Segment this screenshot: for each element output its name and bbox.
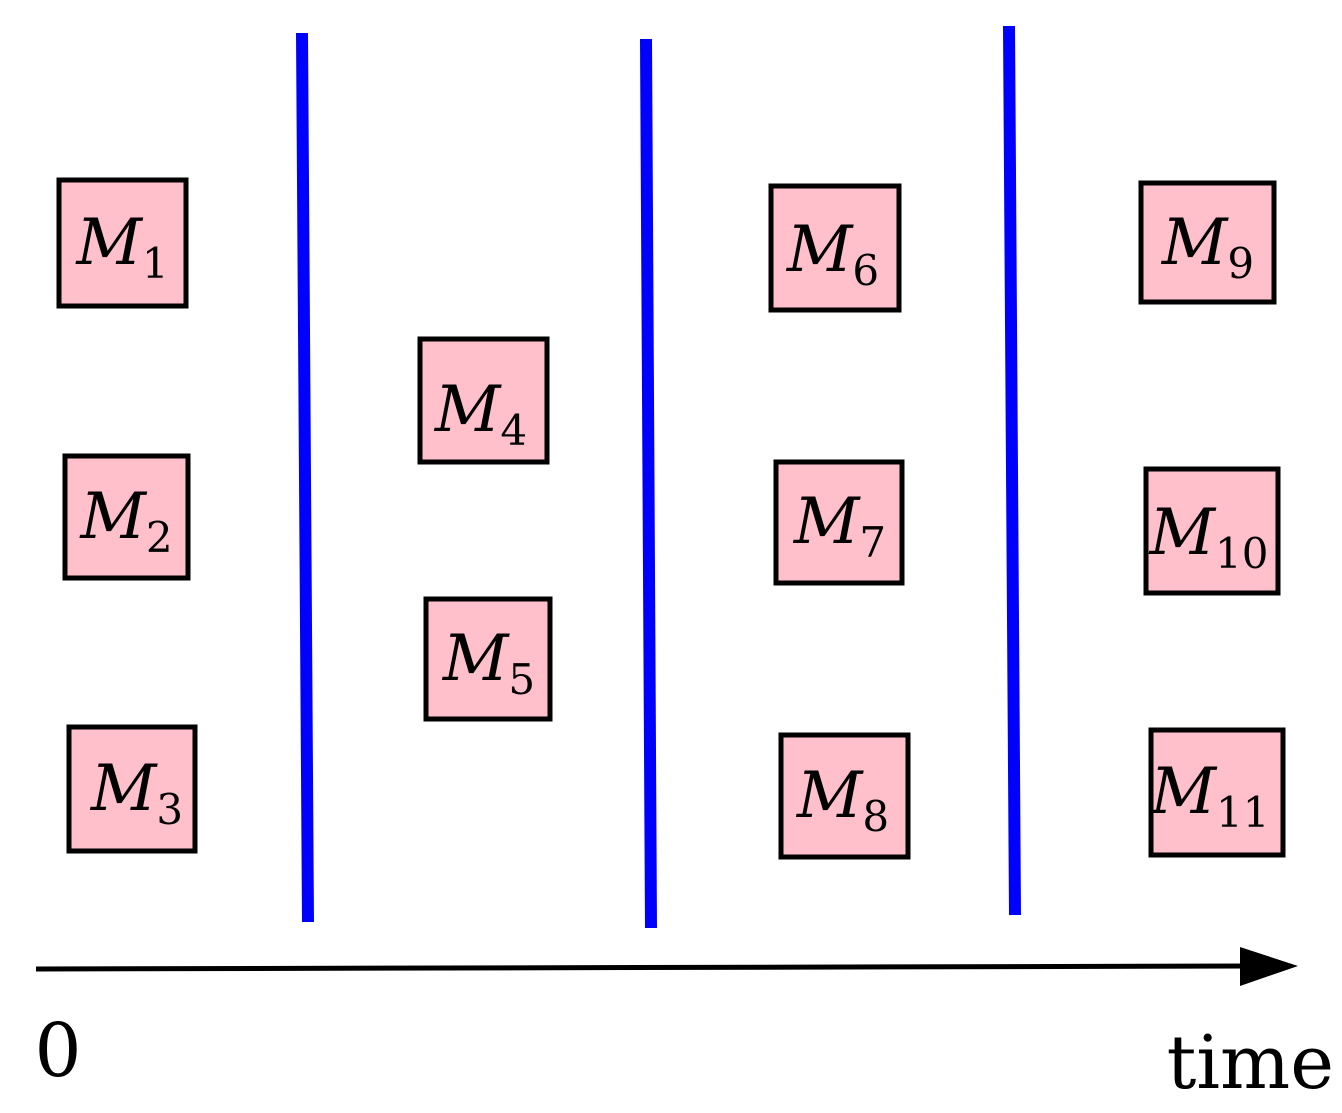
message-letter: M <box>793 485 861 559</box>
message-box-m6-frame <box>768 183 902 313</box>
message-box-m2-frame <box>62 453 191 581</box>
message-box-m8: M8 <box>778 732 911 860</box>
message-index: 10 <box>1215 529 1268 578</box>
message-box-m9-label: M9 <box>1161 206 1254 288</box>
message-letter: M <box>796 759 864 833</box>
message-letter: M <box>1161 206 1229 280</box>
message-letter: M <box>434 373 502 447</box>
message-box-m1: M1 <box>56 177 189 309</box>
message-box-m11-label: M11 <box>1150 755 1270 837</box>
message-box-m1-frame <box>56 177 189 309</box>
message-box-m5: M5 <box>423 596 553 722</box>
message-box-m7: M7 <box>773 459 905 586</box>
message-letter: M <box>1150 755 1218 829</box>
message-index: 2 <box>146 513 173 562</box>
message-index: 9 <box>1227 239 1254 288</box>
message-index: 8 <box>862 792 889 841</box>
message-box-m3-frame <box>66 724 198 854</box>
message-box-m9-frame <box>1138 180 1277 305</box>
message-box-m4: M4 <box>417 336 550 465</box>
group-divider-3 <box>1003 25 1021 916</box>
message-box-m5-label: M5 <box>442 622 535 704</box>
message-letter: M <box>442 622 510 696</box>
message-index: 11 <box>1216 788 1269 837</box>
message-box-m11: M11 <box>1148 727 1286 858</box>
group-divider-2 <box>640 38 657 929</box>
message-box-m7-label: M7 <box>793 485 886 567</box>
axis-time-label: time <box>1167 1020 1334 1106</box>
message-box-m8-frame <box>778 732 911 860</box>
message-box-m6-label: M6 <box>786 213 879 295</box>
message-index: 5 <box>508 655 535 704</box>
message-letter: M <box>1149 496 1217 570</box>
message-index: 6 <box>852 246 879 295</box>
message-box-m3: M3 <box>66 724 198 854</box>
message-box-m4-frame <box>417 336 550 465</box>
message-box-m10: M10 <box>1143 466 1281 596</box>
message-box-m7-frame <box>773 459 905 586</box>
message-box-m9: M9 <box>1138 180 1277 305</box>
message-box-m5-frame <box>423 596 553 722</box>
time-axis-arrowhead <box>1240 947 1298 986</box>
message-box-m2-label: M2 <box>79 480 172 562</box>
message-letter: M <box>75 206 143 280</box>
message-box-m10-frame <box>1143 466 1281 596</box>
message-index: 4 <box>500 406 527 455</box>
message-box-m8-label: M8 <box>796 759 889 841</box>
axis-origin-label: 0 <box>34 1008 81 1094</box>
message-box-m4-label: M4 <box>434 373 527 455</box>
message-index: 7 <box>859 518 886 567</box>
message-index: 3 <box>156 785 183 834</box>
message-box-m2: M2 <box>62 453 191 581</box>
message-box-m3-label: M3 <box>90 752 183 834</box>
message-box-m10-label: M10 <box>1149 496 1269 578</box>
message-box-m6: M6 <box>768 183 902 313</box>
message-letter: M <box>786 213 854 287</box>
time-axis-line <box>35 963 1251 972</box>
message-box-m1-label: M1 <box>75 206 168 288</box>
group-divider-1 <box>296 32 314 923</box>
message-box-m11-frame <box>1148 727 1286 858</box>
message-index: 1 <box>142 239 169 288</box>
message-letter: M <box>90 752 158 826</box>
message-letter: M <box>79 480 147 554</box>
